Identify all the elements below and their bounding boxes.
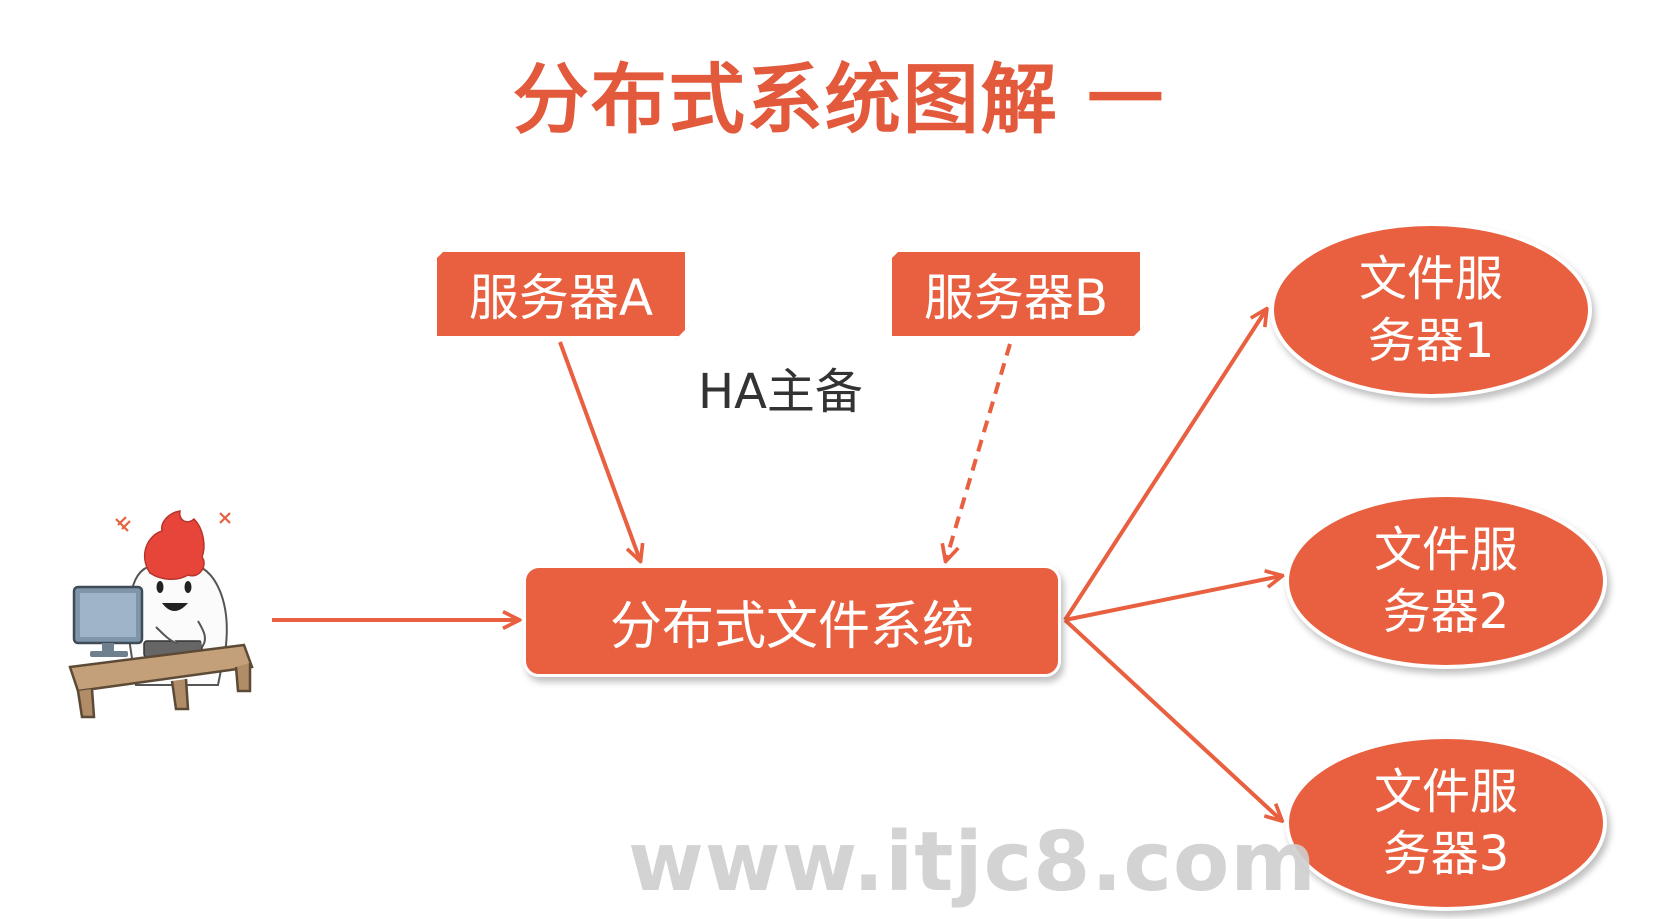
arrow-server-a-to-dfs (558, 341, 640, 560)
file-server-2-node: 文件服 务器2 (1285, 493, 1607, 669)
server-a-label: 服务器A (468, 269, 654, 327)
server-a-node: 服务器A (433, 248, 689, 340)
arrow-server-b-to-dfs-standby (946, 343, 1012, 560)
file-server-1-line1: 文件服 (1358, 251, 1503, 307)
file-server-3-line1: 文件服 (1373, 764, 1518, 820)
ha-label: HA主备 (698, 364, 863, 420)
arrow-dfs-to-file-server-1 (1063, 310, 1266, 622)
arrow-dfs-to-file-server-2 (1064, 576, 1281, 622)
dfs-label: 分布式文件系统 (609, 596, 974, 657)
watermark: www.itjc8.com (628, 815, 1317, 910)
file-server-2-line2: 务器2 (1382, 584, 1510, 640)
dfs-node: 分布式文件系统 (523, 565, 1061, 677)
arrow-dfs-to-file-server-3 (1063, 618, 1281, 820)
file-server-1-line2: 务器1 (1367, 313, 1495, 369)
file-server-3-line2: 务器3 (1382, 826, 1510, 882)
file-server-2-line1: 文件服 (1373, 522, 1518, 578)
file-server-1-node: 文件服 务器1 (1270, 222, 1592, 398)
file-server-3-node: 文件服 务器3 (1285, 735, 1607, 911)
server-b-node: 服务器B (888, 248, 1144, 340)
server-b-label: 服务器B (923, 269, 1109, 327)
page-title: 分布式系统图解 一 (512, 55, 1166, 144)
cartoon-user-at-computer-icon (68, 510, 254, 719)
